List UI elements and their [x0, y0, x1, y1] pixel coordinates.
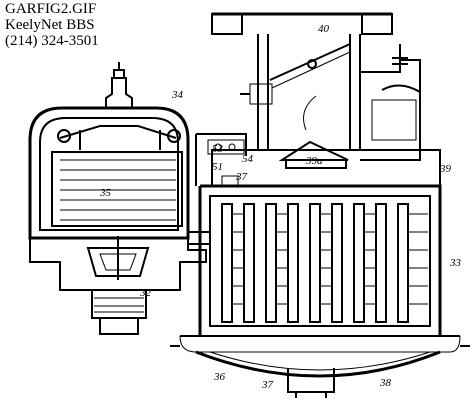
- ref-53: 53: [212, 143, 224, 155]
- ref-38: 38: [379, 377, 392, 389]
- ref-36: 36: [213, 371, 226, 383]
- ref-51: 51: [212, 161, 223, 173]
- ref-37: 37: [261, 379, 274, 391]
- ref-39: 39: [439, 163, 452, 175]
- ref-35: 35: [99, 187, 112, 199]
- reference-numerals: 34 35 40 39a 39 33 51 53 54 37 32 36 37 …: [99, 23, 462, 391]
- ref-32: 32: [139, 287, 152, 299]
- main-vessel: [170, 133, 470, 398]
- ref-34-top: 34: [171, 89, 184, 101]
- upper-housing: [211, 12, 441, 186]
- caption-filename: GARFIG2.GIF: [5, 1, 97, 17]
- caption-source: KeelyNet BBS: [5, 17, 95, 33]
- ref-37-left: 37: [235, 171, 248, 183]
- left-tank: [28, 62, 210, 335]
- ref-40: 40: [318, 23, 330, 35]
- caption-phone: (214) 324-3501: [5, 33, 99, 49]
- ref-39a: 39a: [305, 155, 323, 167]
- image-caption: GARFIG2.GIF KeelyNet BBS (214) 324-3501: [5, 1, 99, 49]
- ref-33: 33: [449, 257, 462, 269]
- ref-54: 54: [242, 153, 254, 165]
